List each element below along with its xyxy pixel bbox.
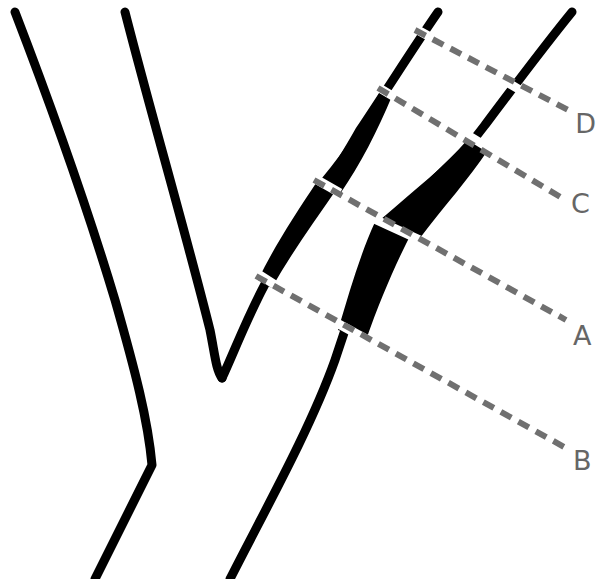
section-line xyxy=(314,180,566,320)
section-line xyxy=(256,276,566,448)
section-label: C xyxy=(570,190,591,217)
section-label: B xyxy=(572,447,593,474)
thick-wall xyxy=(338,222,412,340)
section-label: D xyxy=(574,110,597,137)
section-line xyxy=(415,30,572,112)
vessel-wall xyxy=(222,12,438,378)
thick-wall xyxy=(322,88,392,194)
vessel-wall xyxy=(230,12,572,579)
vessel-wall xyxy=(15,12,152,579)
thick-wall xyxy=(258,180,336,288)
section-line xyxy=(378,88,562,198)
vessel-wall xyxy=(125,12,222,378)
thick-wall xyxy=(380,140,488,238)
section-label: A xyxy=(572,322,592,349)
